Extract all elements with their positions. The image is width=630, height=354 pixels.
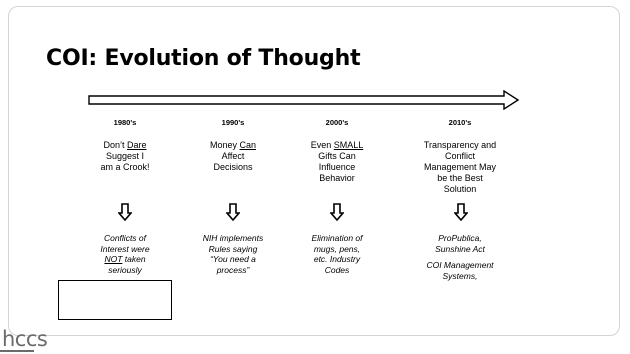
era-label-2000s: 2000's [325, 118, 349, 127]
slide-title: COI: Evolution of Thought [46, 46, 361, 71]
era-label-1990s: 1990's [221, 118, 245, 127]
down-arrow-icon [118, 203, 132, 221]
down-arrow-icon [330, 203, 344, 221]
era-label-1980s: 1980's [113, 118, 137, 127]
down-arrow-icon [454, 203, 468, 221]
hccs-logo: hccs [2, 327, 48, 351]
era-label-2010s: 2010's [448, 118, 472, 127]
timeline-arrow [88, 90, 520, 110]
slide-frame [8, 6, 620, 336]
logo-underline [0, 350, 34, 352]
down-arrow-icon [226, 203, 240, 221]
blank-text-box [58, 280, 172, 320]
